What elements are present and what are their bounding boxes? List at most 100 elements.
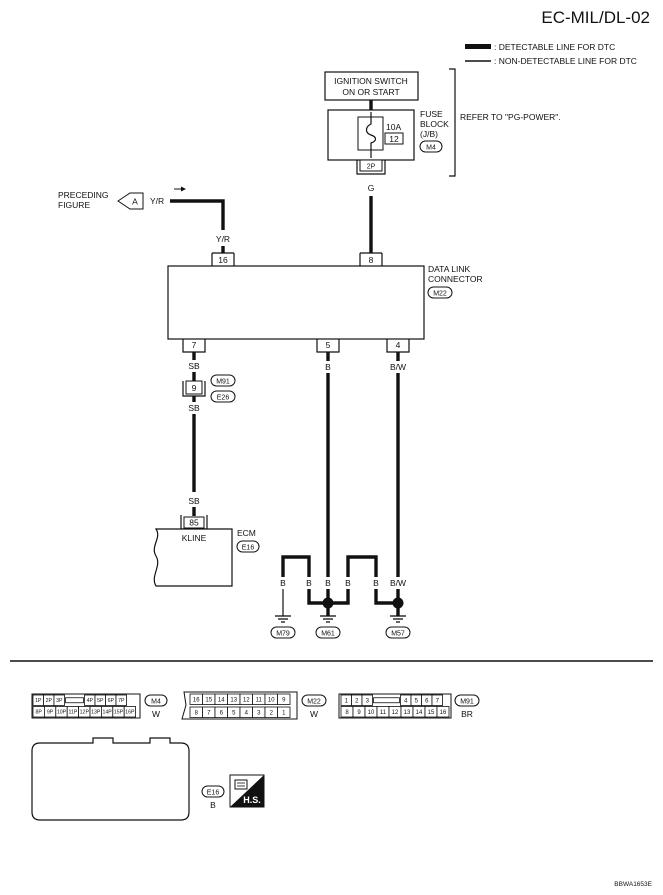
m4-pin-16P: 16P	[123, 706, 136, 718]
svg-text:6P: 6P	[108, 698, 115, 704]
m91-frame	[338, 693, 452, 719]
preceding-line1: PRECEDING	[58, 190, 109, 200]
fuse-connector-pill	[419, 140, 443, 153]
ignition-line1: IGNITION SWITCH	[334, 76, 408, 86]
legend: : DETECTABLE LINE FOR DTC : NON-DETECTAB…	[465, 42, 637, 66]
m4-pin-8P: 8P	[32, 706, 45, 718]
page-id: EC-MIL/DL-02	[541, 8, 650, 27]
dlc-pin8-bracket	[359, 252, 383, 266]
dlc-pin8: 8	[369, 255, 374, 265]
ecm-label: ECM	[237, 528, 256, 538]
m91-pin-16: 16	[436, 706, 450, 718]
svg-text:6: 6	[425, 698, 429, 704]
svg-text:7: 7	[436, 698, 440, 704]
svg-text:13P: 13P	[91, 710, 101, 716]
m22-pin-8: 8	[189, 706, 203, 718]
ground-pill-m79	[270, 626, 296, 639]
m91-pin-4: 4	[400, 694, 412, 706]
fuse-label-2: BLOCK	[420, 119, 449, 129]
m22-pin-6: 6	[214, 706, 228, 718]
m22-pin-10: 10	[264, 693, 278, 705]
m4-pin-3P: 3P	[53, 694, 65, 706]
svg-text:14P: 14P	[102, 710, 112, 716]
m22-pin-12: 12	[239, 693, 253, 705]
svg-text:9P: 9P	[47, 710, 54, 716]
wire-g-label: G	[368, 183, 375, 193]
ground-wire-label-5: B	[373, 578, 379, 588]
m22-frame	[181, 691, 298, 720]
dlc-connector-pill	[427, 286, 453, 299]
svg-text:2: 2	[355, 698, 359, 704]
svg-text:4: 4	[404, 698, 408, 704]
m91-pin-6: 6	[421, 694, 433, 706]
wire-yr-label: Y/R	[216, 234, 230, 244]
svg-text:15: 15	[205, 697, 212, 703]
svg-text:15: 15	[428, 710, 435, 716]
svg-text:9: 9	[357, 710, 361, 716]
svg-text:4P: 4P	[87, 698, 94, 704]
dlc-pin16-bracket	[211, 252, 235, 266]
ground-pill-m57	[385, 626, 411, 639]
fuse-connector: M4	[426, 145, 436, 152]
m22-pin-13: 13	[227, 693, 241, 705]
m22-color: W	[310, 709, 318, 719]
m4-pin-15P: 15P	[112, 706, 125, 718]
m4-pin-11P: 11P	[66, 706, 79, 718]
m4-pin-6P: 6P	[105, 694, 117, 706]
m91-color: BR	[461, 709, 473, 719]
svg-text:8: 8	[345, 710, 349, 716]
svg-text:13: 13	[404, 710, 411, 716]
power-bracket	[449, 68, 456, 177]
fuse-pin-bracket	[356, 160, 386, 175]
m22-pin-5: 5	[227, 706, 241, 718]
ground-wire-label-2: B	[306, 578, 312, 588]
m4-pin-7P: 7P	[115, 694, 127, 706]
m22-pin-11: 11	[252, 693, 266, 705]
svg-text:15P: 15P	[114, 710, 124, 716]
m4-pin-12P: 12P	[78, 706, 91, 718]
svg-text:5: 5	[232, 710, 236, 716]
svg-text:11: 11	[380, 710, 387, 716]
dlc-label-1: DATA LINK	[428, 264, 471, 274]
m91-pin-2: 2	[351, 694, 363, 706]
m91-pin-14: 14	[412, 706, 426, 718]
m91-pin-10: 10	[364, 706, 378, 718]
ground-wire-label-3: B	[325, 578, 331, 588]
hs-badge: H.S.	[229, 774, 265, 808]
ecm-connector: E16	[242, 545, 255, 552]
svg-text:10P: 10P	[57, 710, 67, 716]
power-note: REFER TO "PG-POWER".	[460, 112, 561, 122]
dlc-connector: M22	[433, 291, 447, 298]
m4-pin-13P: 13P	[89, 706, 102, 718]
fuse-pin: 2P	[367, 164, 376, 171]
svg-text:3P: 3P	[56, 698, 63, 704]
m91-pin-3: 3	[361, 694, 373, 706]
m4-pill	[144, 694, 168, 707]
e16-housing	[31, 737, 190, 821]
splice-dot-m61	[322, 597, 334, 609]
svg-text:16: 16	[193, 697, 200, 703]
m4-pin-14P: 14P	[101, 706, 114, 718]
ground-m57: M57	[391, 631, 405, 638]
m4-pin-10P: 10P	[55, 706, 68, 718]
m4-pin-1P: 1P	[32, 694, 44, 706]
m91-pin-5: 5	[410, 694, 422, 706]
dlc-box	[167, 265, 425, 340]
m91-latch	[373, 697, 400, 704]
ecm-connector-pill	[236, 540, 260, 553]
hs-connector-icon	[234, 779, 248, 790]
fuse-pin-box	[359, 159, 383, 172]
m22-pin-7: 7	[202, 706, 216, 718]
ground-wire-a	[307, 589, 328, 605]
ground-symbol-m57	[390, 615, 406, 623]
m91-pin-11: 11	[376, 706, 390, 718]
m91-pin-13: 13	[400, 706, 414, 718]
svg-text:1: 1	[282, 710, 286, 716]
e16-pill	[201, 785, 225, 798]
svg-text:7: 7	[207, 710, 211, 716]
preceding-line2: FIGURE	[58, 200, 90, 210]
svg-text:7P: 7P	[118, 698, 125, 704]
svg-text:5P: 5P	[97, 698, 104, 704]
